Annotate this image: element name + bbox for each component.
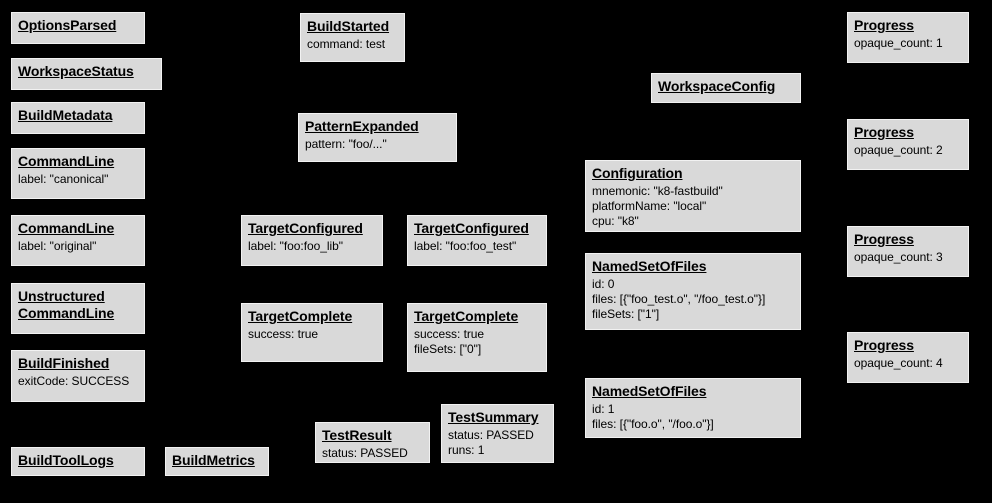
event-node-title: PatternExpanded: [305, 118, 419, 134]
event-node-properties: label: "foo:foo_test": [414, 239, 517, 253]
event-node-title: TestSummary: [448, 409, 539, 425]
event-node-title: Unstructured CommandLine: [18, 288, 115, 321]
event-node-named-set-of-files-0[interactable]: NamedSetOfFiles id: 0 files: [{"foo_test.…: [585, 253, 801, 330]
event-node-build-tool-logs[interactable]: BuildToolLogs: [11, 447, 145, 476]
event-node-properties: label: "foo:foo_lib": [248, 239, 343, 253]
event-node-build-finished[interactable]: BuildFinished exitCode: SUCCESS: [11, 350, 145, 402]
event-node-properties: exitCode: SUCCESS: [18, 374, 130, 388]
event-node-workspace-config[interactable]: WorkspaceConfig: [651, 73, 801, 103]
event-node-title: CommandLine: [18, 220, 115, 236]
event-node-properties: id: 1 files: [{"foo.o", "/foo.o"}]: [592, 402, 714, 431]
event-node-properties: id: 0 files: [{"foo_test.o", "/foo_test.…: [592, 277, 766, 321]
event-node-properties: success: true fileSets: ["0"]: [414, 327, 485, 356]
event-node-title: Configuration: [592, 165, 683, 181]
event-node-properties: opaque_count: 2: [854, 143, 943, 157]
event-node-title: TargetComplete: [248, 308, 353, 324]
event-node-properties: opaque_count: 1: [854, 36, 943, 50]
event-node-properties: label: "canonical": [18, 172, 109, 186]
event-node-properties: mnemonic: "k8-fastbuild" platformName: "…: [592, 184, 723, 228]
event-node-build-metrics[interactable]: BuildMetrics: [165, 447, 269, 476]
event-node-target-configured-foo-test[interactable]: TargetConfigured label: "foo:foo_test": [407, 215, 547, 266]
event-node-title: BuildMetrics: [172, 452, 255, 468]
event-node-progress-4[interactable]: Progress opaque_count: 4: [847, 332, 969, 383]
event-node-options-parsed[interactable]: OptionsParsed: [11, 12, 145, 44]
event-node-build-metadata[interactable]: BuildMetadata: [11, 102, 145, 134]
event-node-target-complete-lib[interactable]: TargetComplete success: true: [241, 303, 383, 362]
event-node-title: Progress: [854, 124, 914, 140]
event-node-unstructured-command-line[interactable]: Unstructured CommandLine: [11, 283, 145, 334]
event-node-title: TargetConfigured: [248, 220, 363, 236]
event-node-test-summary[interactable]: TestSummary status: PASSED runs: 1: [441, 404, 554, 463]
event-node-target-configured-foo-lib[interactable]: TargetConfigured label: "foo:foo_lib": [241, 215, 383, 266]
event-node-properties: command: test: [307, 37, 386, 51]
event-node-command-line-canonical[interactable]: CommandLine label: "canonical": [11, 148, 145, 199]
event-node-progress-3[interactable]: Progress opaque_count: 3: [847, 226, 969, 277]
event-node-title: CommandLine: [18, 153, 115, 169]
event-node-target-complete-test[interactable]: TargetComplete success: true fileSets: ["…: [407, 303, 547, 372]
event-node-title: BuildStarted: [307, 18, 390, 34]
event-node-title: BuildMetadata: [18, 107, 113, 123]
event-node-configuration[interactable]: Configuration mnemonic: "k8-fastbuild" pl…: [585, 160, 801, 232]
event-node-title: TestResult: [322, 427, 392, 443]
event-node-properties: opaque_count: 3: [854, 250, 943, 264]
event-node-progress-2[interactable]: Progress opaque_count: 2: [847, 119, 969, 170]
event-node-properties: label: "original": [18, 239, 97, 253]
event-node-title: WorkspaceStatus: [18, 63, 134, 79]
event-node-title: TargetConfigured: [414, 220, 529, 236]
event-node-workspace-status[interactable]: WorkspaceStatus: [11, 58, 162, 90]
event-node-build-started[interactable]: BuildStarted command: test: [300, 13, 405, 62]
event-node-properties: success: true: [248, 327, 319, 341]
event-node-progress-1[interactable]: Progress opaque_count: 1: [847, 12, 969, 63]
event-node-properties: pattern: "foo/...": [305, 137, 387, 151]
event-node-title: TargetComplete: [414, 308, 519, 324]
event-node-test-result[interactable]: TestResult status: PASSED: [315, 422, 430, 463]
event-node-command-line-original[interactable]: CommandLine label: "original": [11, 215, 145, 266]
event-node-title: OptionsParsed: [18, 17, 117, 33]
event-node-title: Progress: [854, 17, 914, 33]
event-node-title: Progress: [854, 337, 914, 353]
event-node-title: NamedSetOfFiles: [592, 258, 707, 274]
event-node-title: NamedSetOfFiles: [592, 383, 707, 399]
event-node-properties: status: PASSED runs: 1: [448, 428, 534, 457]
event-node-pattern-expanded[interactable]: PatternExpanded pattern: "foo/...": [298, 113, 457, 162]
event-node-title: Progress: [854, 231, 914, 247]
event-node-title: WorkspaceConfig: [658, 78, 776, 94]
event-node-properties: status: PASSED: [322, 446, 408, 460]
event-node-title: BuildToolLogs: [18, 452, 114, 468]
event-node-title: BuildFinished: [18, 355, 110, 371]
event-node-properties: opaque_count: 4: [854, 356, 943, 370]
event-node-named-set-of-files-1[interactable]: NamedSetOfFiles id: 1 files: [{"foo.o", "…: [585, 378, 801, 438]
